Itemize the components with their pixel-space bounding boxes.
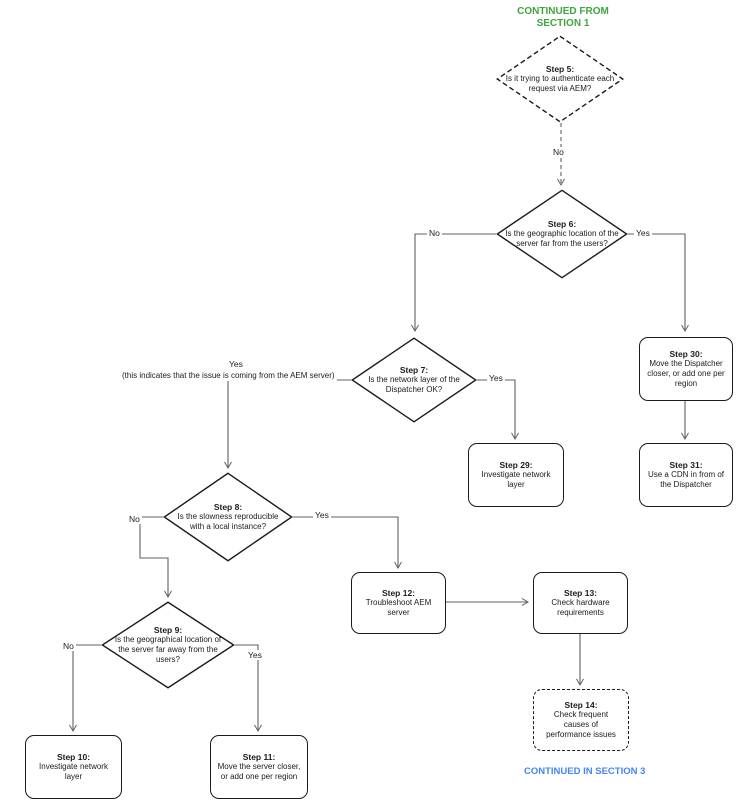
step9-title: Step 9: <box>153 624 183 635</box>
step9-text: Is the geographical location of the serv… <box>114 635 222 665</box>
step5-diamond-shape <box>496 35 624 123</box>
step13-title: Step 13: <box>563 587 598 598</box>
step8-diamond-shape <box>163 472 293 562</box>
node-step11: Step 11:Move the server closer, or add o… <box>210 735 308 799</box>
edge-label-step7-left-yes: Yes <box>227 359 245 370</box>
edge-label-step8-no: No <box>127 514 142 525</box>
node-step9: Step 9:Is the geographical location of t… <box>101 601 235 689</box>
node-step6: Step 6:Is the geographic location of the… <box>496 189 628 279</box>
edge-step9-step11 <box>235 644 262 732</box>
step14-text: Check frequent causes of performance iss… <box>546 710 616 740</box>
step29-title: Step 29: <box>499 459 533 470</box>
step11-title: Step 11: <box>242 751 276 762</box>
edge-label-step9-no: No <box>61 641 76 652</box>
step6-diamond-shape <box>496 189 628 279</box>
step5-text: Is it trying to authenticate each reques… <box>505 74 615 94</box>
step5-title: Step 5: <box>545 63 575 74</box>
step7-text: Is the network layer of the Dispatcher O… <box>368 375 460 395</box>
step29-text: Investigate network layer <box>481 470 551 490</box>
continued-from-banner: CONTINUED FROM SECTION 1 <box>517 6 609 29</box>
edge-label-step6-yes: Yes <box>634 228 652 239</box>
node-step29: Step 29:Investigate network layer <box>468 443 564 507</box>
edge-step9-step10 <box>69 644 101 732</box>
step30-text: Move the Dispatcher closer, or add one p… <box>647 359 725 389</box>
edge-step8-step9 <box>139 516 172 598</box>
step9-diamond-shape <box>101 601 235 689</box>
node-step8: Step 8:Is the slowness reproducible with… <box>163 472 293 562</box>
node-step10: Step 10:Investigate network layer <box>25 735 122 799</box>
step10-title: Step 10: <box>56 751 91 762</box>
step13-text: Check hardware requirements <box>551 598 610 618</box>
step8-text: Is the slowness reproducible with a loca… <box>177 512 279 532</box>
edge-label-step5-no: No <box>551 147 566 158</box>
step12-title: Step 12: <box>381 587 416 598</box>
edge-label-step7-yes: Yes <box>487 373 505 384</box>
edge-step6-step7 <box>411 233 496 332</box>
step11-text: Move the server closer, or add one per r… <box>217 762 301 782</box>
step14-title: Step 14: <box>564 699 598 710</box>
node-step14: Step 14:Check frequent causes of perform… <box>533 689 629 751</box>
step30-title: Step 30: <box>669 348 703 359</box>
step31-title: Step 31: <box>669 459 703 470</box>
edge-note-step7-step8: (this indicates that the issue is coming… <box>120 371 337 381</box>
node-step7: Step 7:Is the network layer of the Dispa… <box>351 337 477 423</box>
node-step13: Step 13:Check hardware requirements <box>533 572 628 634</box>
edge-step7-step8 <box>224 379 351 469</box>
step7-diamond-shape <box>351 337 477 423</box>
edge-label-step6-no: No <box>427 228 442 239</box>
continued-in-banner: CONTINUED IN SECTION 3 <box>524 766 646 777</box>
step8-title: Step 8: <box>213 501 243 512</box>
edge-step6-step30 <box>628 233 689 332</box>
step6-text: Is the geographic location of the server… <box>505 229 619 249</box>
edge-label-step9-yes: Yes <box>246 650 264 661</box>
step7-title: Step 7: <box>399 364 429 375</box>
node-step12: Step 12:Troubleshoot AEM server <box>351 572 446 634</box>
edge-step7-step29 <box>477 379 519 440</box>
node-step5: Step 5:Is it trying to authenticate each… <box>496 35 624 123</box>
step31-text: Use a CDN in from of the Dispatcher <box>647 470 725 490</box>
node-step30: Step 30:Move the Dispatcher closer, or a… <box>639 337 733 401</box>
step12-text: Troubleshoot AEM server <box>365 598 432 618</box>
node-step31: Step 31:Use a CDN in from of the Dispatc… <box>639 443 733 507</box>
edge-label-step8-yes: Yes <box>313 510 331 521</box>
edge-step8-step12 <box>293 516 402 569</box>
step10-text: Investigate network layer <box>39 762 108 782</box>
step6-title: Step 6: <box>547 218 577 229</box>
